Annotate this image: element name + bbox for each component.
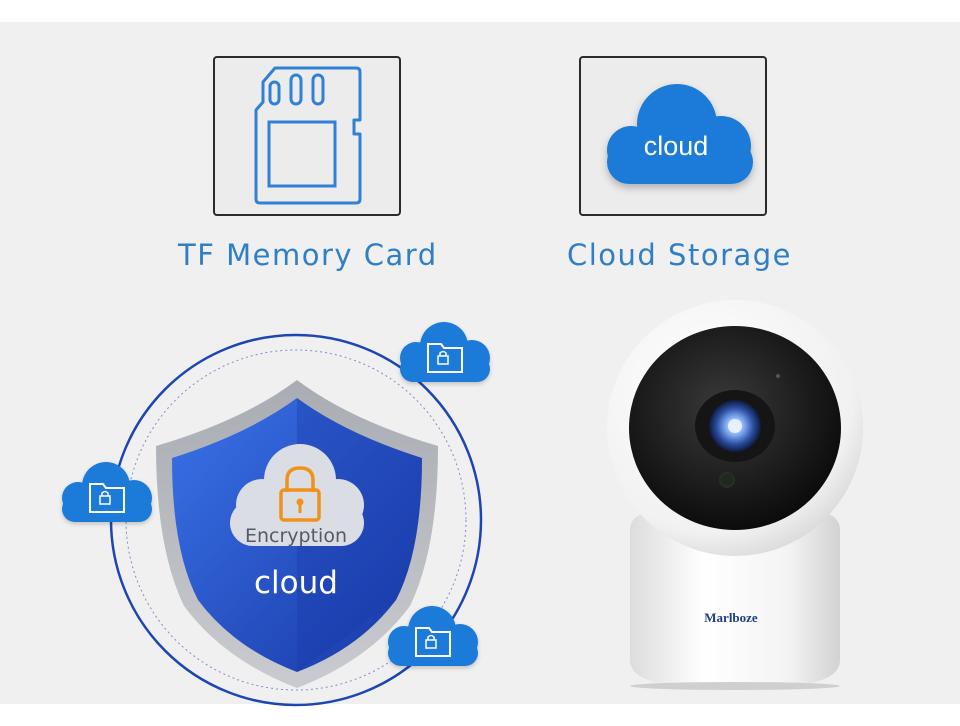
cloud-icon: cloud — [607, 84, 753, 184]
encryption-illustration: Encryption cloud — [62, 322, 490, 707]
tf-card-caption: TF Memory Card — [178, 238, 438, 272]
padlock-icon — [279, 466, 321, 522]
camera-brand-label: Marlboze — [704, 610, 758, 625]
locked-folder-cloud-icon — [388, 606, 478, 666]
shield-lock-icon: Encryption cloud — [156, 380, 438, 688]
locked-folder-cloud-icon — [62, 462, 152, 522]
sd-card-icon — [254, 66, 362, 205]
cloud-icon-label: cloud — [644, 131, 709, 161]
cloud-storage-caption: Cloud Storage — [567, 238, 793, 272]
locked-folder-cloud-icon — [400, 322, 490, 382]
encryption-label: Encryption — [245, 525, 347, 547]
pan-tilt-camera-icon: Marlboze — [607, 300, 863, 690]
tf-card-tile — [213, 56, 401, 216]
cloud-storage-tile: cloud — [579, 56, 767, 216]
inner-dashed-ring — [125, 349, 467, 691]
shield-cloud-text: cloud — [254, 565, 338, 601]
